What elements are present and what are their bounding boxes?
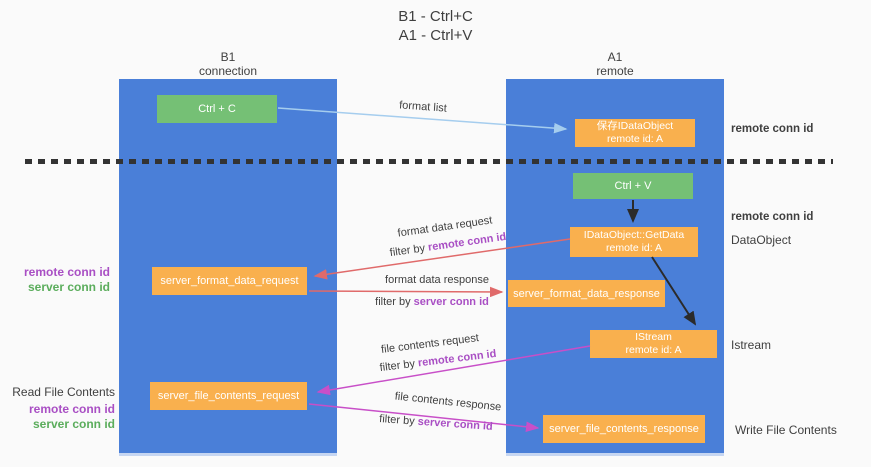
server-format-data-response-label: server_format_data_response [513,287,660,300]
flow-label-file-contents-response: file contents response [394,390,502,414]
flow-label-filter-by-server-1: filter by server conn id [375,296,489,308]
right-remote-conn-id-top: remote conn id [731,123,814,135]
node-idataobject-getdata: IDataObject::GetData remote id: A [570,227,698,257]
right-column-header: A1 remote [506,50,724,78]
istream-line2: remote id: A [625,344,682,356]
server-file-contents-request-label: server_file_contents_request [157,390,300,402]
server-conn-id-text: server conn id [413,296,489,308]
ctrl-v-label: Ctrl + V [614,180,652,192]
node-server-file-contents-request: server_file_contents_request [150,382,307,410]
left-server-conn-id-file: server conn id [32,417,115,431]
getdata-line2: remote id: A [605,242,663,254]
node-server-format-data-response: server_format_data_response [508,280,665,307]
right-label-istream: Istream [731,338,772,352]
title-line-2: A1 - Ctrl+V [398,27,473,44]
node-server-file-contents-response: server_file_contents_response [543,415,705,443]
left-format-conn-labels: remote conn id server conn id [0,265,110,295]
flow-label-format-data-response: format data response [385,274,489,286]
save-dataobject-line1: 保存IDataObject [596,120,674,132]
getdata-line1: IDataObject::GetData [583,229,685,241]
filter-by-text: filter by [378,413,416,428]
server-format-data-request-label: server_format_data_request [160,275,299,287]
server-file-contents-response-label: server_file_contents_response [549,423,699,435]
filter-by-text: filter by [389,242,426,260]
title-line-1: B1 - Ctrl+C [398,8,473,25]
right-label-dataobject: DataObject [731,233,792,247]
right-remote-conn-id-mid: remote conn id [731,211,814,223]
format-data-response-arrow [308,286,504,298]
remote-conn-id-text: remote conn id [427,230,507,254]
left-column-name: B1 [220,50,236,64]
istream-line1: IStream [635,331,672,343]
left-column-subtitle: connection [198,64,258,78]
node-ctrl-c: Ctrl + C [157,95,277,123]
save-dataobject-line2: remote id: A [606,133,664,145]
left-column-header: B1 connection [119,50,337,78]
node-server-format-data-request: server_format_data_request [152,267,307,295]
diagram-title: B1 - Ctrl+C A1 - Ctrl+V [0,7,871,45]
left-file-labels: Read File Contents remote conn id server… [0,385,115,432]
node-save-dataobject: 保存IDataObject remote id: A [575,119,695,147]
node-istream: IStream remote id: A [590,330,717,358]
node-ctrl-v: Ctrl + V [573,173,693,199]
server-conn-id-text: server conn id [417,415,494,433]
phase-separator-dashed-line [25,159,833,164]
ctrl-c-label: Ctrl + C [198,103,236,115]
left-remote-conn-id-file: remote conn id [28,402,115,416]
left-remote-conn-id-format: remote conn id [23,265,110,279]
left-label-read-file-contents: Read File Contents [12,385,115,399]
filter-by-text: filter by [375,296,411,308]
filter-by-text: filter by [379,357,416,375]
left-server-conn-id-format: server conn id [27,280,110,294]
right-label-write-file-contents: Write File Contents [735,423,837,437]
flow-label-format-list: format list [398,99,448,115]
right-column-subtitle: remote [596,64,634,78]
remote-conn-id-text: remote conn id [417,347,497,370]
flow-label-filter-by-server-2: filter by server conn id [379,413,493,433]
right-column-name: A1 [607,50,623,64]
